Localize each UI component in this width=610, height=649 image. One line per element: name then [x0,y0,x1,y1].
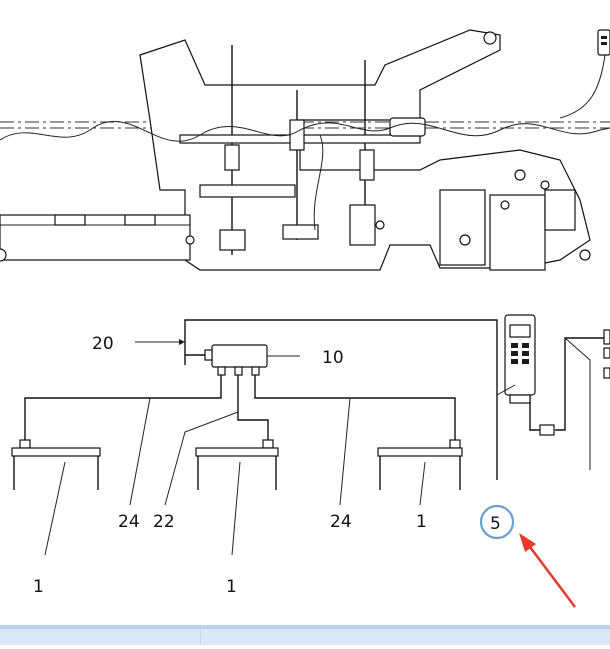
callout-1-middle: 1 [226,577,237,597]
red-arrow-icon [519,533,576,608]
callout-10: 10 [322,348,344,368]
trolley-left [11,439,101,490]
callout-24-left: 24 [118,512,140,532]
wheel-icon [483,31,497,45]
callout-1-right: 1 [416,512,427,532]
wiring-schematic: 20 10 24 22 24 1 1 1 5 [11,314,610,608]
callout-1-left: 1 [33,577,44,597]
status-bar [0,625,610,645]
connector-plug [539,424,555,436]
callout-5: 5 [490,514,501,534]
callout-20: 20 [92,334,114,354]
trolley-right [377,439,463,490]
callout-24-right: 24 [330,512,352,532]
controller-icon [504,314,536,404]
junction-box [211,344,268,368]
machine-assembly-drawing [0,29,610,271]
highlight-circle [479,504,515,540]
status-bar-divider [200,629,201,645]
callout-22: 22 [153,512,175,532]
trolley-middle [195,439,279,490]
